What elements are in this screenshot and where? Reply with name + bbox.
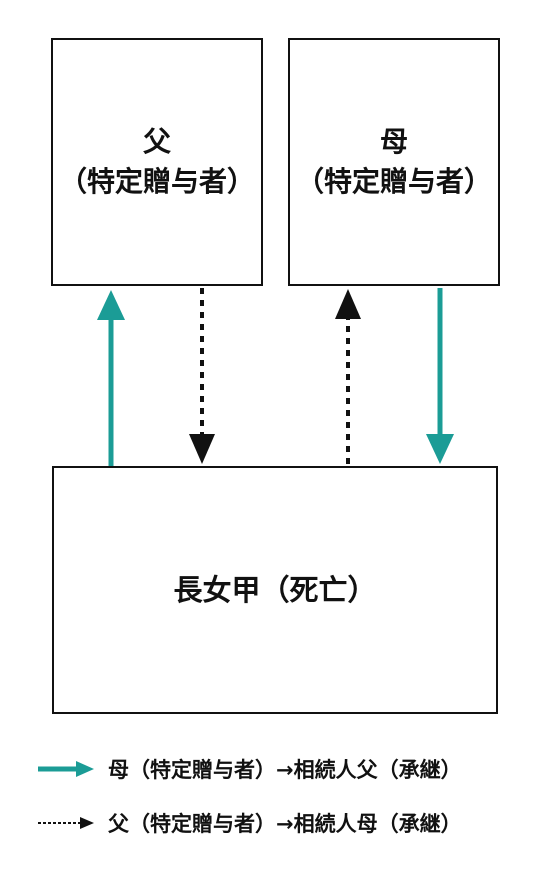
father-box: 父 （特定贈与者） (51, 38, 263, 286)
mother-name: 母 (379, 125, 408, 158)
dotted-arrow-up-head (335, 289, 361, 319)
legend-solid-arrow-icon (38, 761, 94, 777)
mother-role: （特定贈与者） (295, 165, 492, 198)
legend-solid-text: 母（特定贈与者）→相続人父（承継） (108, 758, 462, 782)
teal-arrow-up-head (97, 290, 125, 320)
legend-row-solid: 母（特定贈与者）→相続人父（承継） (38, 754, 462, 784)
legend-dotted-text: 父（特定贈与者）→相続人母（承継） (108, 812, 462, 836)
mother-box: 母 （特定贈与者） (288, 38, 500, 286)
dotted-arrow-down-head (189, 434, 215, 464)
father-role: （特定贈与者） (58, 165, 255, 198)
teal-arrow-down-head (426, 434, 454, 464)
legend-row-dotted: 父（特定贈与者）→相続人母（承継） (38, 808, 462, 838)
daughter-box: 長女甲（死亡） (52, 466, 498, 714)
father-name: 父 (142, 125, 171, 158)
legend-dotted-arrow-icon (38, 817, 94, 829)
daughter-label: 長女甲（死亡） (173, 573, 377, 607)
